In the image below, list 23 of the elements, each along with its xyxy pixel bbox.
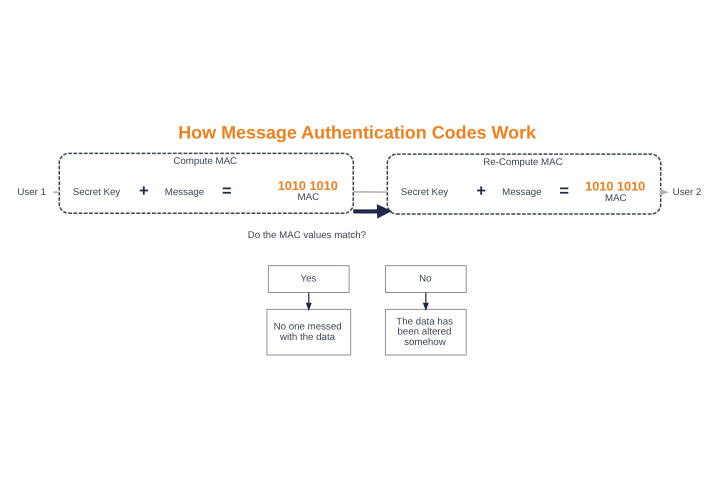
node-text: Secret Key bbox=[400, 186, 448, 198]
node-text: 1010 1010 MAC bbox=[278, 178, 338, 204]
label: = bbox=[559, 182, 569, 200]
node-text: User 2 bbox=[672, 186, 702, 198]
node-text: Message bbox=[164, 186, 204, 198]
label: = bbox=[222, 182, 232, 200]
label: + bbox=[138, 182, 149, 200]
node-text: User 1 bbox=[17, 186, 46, 198]
arrow bbox=[306, 292, 312, 312]
arrow bbox=[422, 292, 429, 312]
connector bbox=[53, 191, 60, 194]
node-box: No bbox=[384, 265, 467, 294]
diagram-title: How Message Authentication Codes Work bbox=[178, 122, 536, 143]
node-text: 1010 1010 MAC bbox=[585, 178, 646, 204]
label: + bbox=[476, 182, 486, 200]
node-box: No one messed with the data bbox=[266, 308, 352, 356]
connector bbox=[353, 191, 388, 193]
node-box: The data has been altered somehow bbox=[384, 308, 467, 356]
node-text: Message bbox=[502, 186, 542, 198]
node-box: Yes bbox=[268, 265, 350, 294]
arrow bbox=[353, 204, 392, 219]
label: Do the MAC values match? bbox=[248, 230, 366, 242]
node-text: Secret Key bbox=[72, 186, 120, 198]
